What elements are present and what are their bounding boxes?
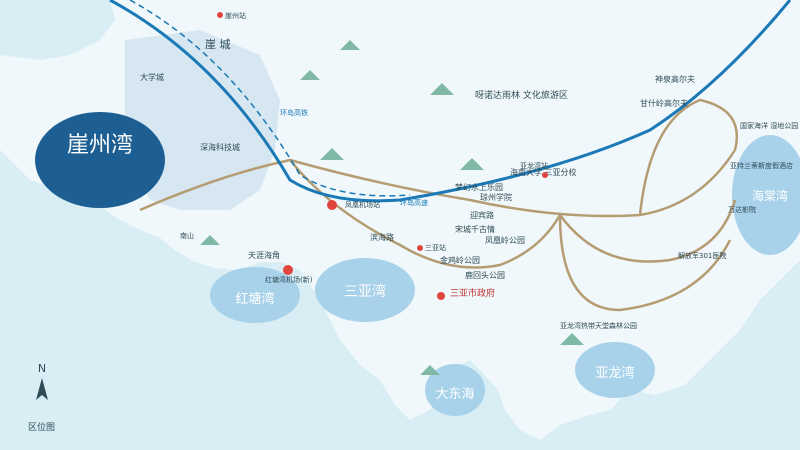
- yalongwan-station-marker: [542, 172, 548, 178]
- road-coastal: [139, 149, 737, 218]
- compass-letter: N: [38, 362, 46, 375]
- luhuitou-label: 鹿回头公园: [465, 270, 505, 280]
- yazhou-bay-label: 崖州湾: [67, 133, 133, 158]
- sanya-bay-label: 三亚湾: [344, 283, 386, 300]
- sanya-bay: [315, 258, 415, 322]
- nanshan-label: 南山: [180, 231, 194, 240]
- fenghuang-airport-label: 凤凰机场站: [345, 200, 380, 209]
- yalong-bay-label: 亚龙湾: [595, 365, 634, 381]
- airport-marker: [327, 200, 337, 210]
- binhai-road-label: 滨海路: [370, 232, 394, 242]
- qiongzhou-college-label: 琼州学院: [480, 192, 512, 202]
- dadonghai-bay-label: 大东海: [435, 387, 474, 402]
- highspeed-rail: [109, 0, 792, 203]
- songcheng-label: 宋城千古情: [455, 224, 495, 234]
- sanya-station-label: 三亚站: [425, 243, 446, 252]
- road-network: [139, 98, 738, 312]
- mountain: [430, 83, 454, 95]
- mountain: [460, 158, 484, 170]
- dreamland-label: 梦幻水上乐园: [455, 182, 503, 192]
- yazhou-station-label: 崖州站: [225, 11, 246, 20]
- road-ring: [558, 214, 732, 312]
- mountain: [320, 148, 344, 160]
- city-gov-marker: [437, 292, 445, 300]
- fenghuangling-label: 凤凰岭公园: [485, 235, 525, 245]
- hongtang-airport-marker: [283, 265, 293, 275]
- highspeed-label: 环岛高铁: [280, 108, 308, 117]
- science-town-label: 深海科技城: [200, 142, 240, 152]
- yazhou-bay: [35, 112, 165, 208]
- inlet: [0, 0, 115, 60]
- compass-arrow: [36, 378, 48, 400]
- hongtang-bay: [210, 267, 300, 323]
- map-caption: 区位图: [28, 421, 55, 433]
- compass-icon: N: [36, 362, 48, 400]
- road-haitang: [638, 98, 738, 216]
- city-gov-label: 三亚市政府: [450, 287, 495, 299]
- mountain: [200, 235, 220, 245]
- mountains: [200, 40, 584, 375]
- hongtang-bay-label: 红塘湾: [235, 291, 274, 307]
- yalong-bay: [575, 342, 655, 398]
- yazhou-station-marker: [217, 12, 223, 18]
- jinjiling-label: 金鸡岭公园: [440, 255, 480, 265]
- tianya-label: 天涯海角: [248, 250, 280, 260]
- haitang-bay-label: 海棠湾: [752, 188, 788, 203]
- yacheng-label: 崖 城: [205, 38, 231, 51]
- mountain: [420, 365, 440, 375]
- mountain: [300, 70, 320, 80]
- yalong-park-label: 亚龙湾热带天堂森林公园: [560, 321, 637, 330]
- univ-city-label: 大学城: [140, 72, 164, 82]
- haitang-bay-park-label: 国家海洋 湿地公园: [740, 121, 798, 130]
- hainan-univ-label: 海南大学 三亚分校: [510, 167, 577, 177]
- expressway-label: 环岛高速: [400, 198, 428, 207]
- ganshiling-golf-label: 甘什岭高尔夫: [640, 98, 688, 108]
- sanya-station-marker: [417, 245, 423, 251]
- yingbin-road-label: 迎宾路: [470, 210, 494, 220]
- yalongwan-station-label: 亚龙湾站: [520, 161, 548, 170]
- road-yalong: [558, 199, 737, 263]
- mountain: [560, 333, 584, 345]
- dadonghai-bay: [425, 364, 485, 416]
- hongtang-airport-label: 红塘湾机场(新): [265, 275, 313, 284]
- haitang-bay: [732, 135, 800, 255]
- rainforest-label: 呀诺达雨林 文化旅游区: [475, 89, 568, 101]
- expressway-dashed: [129, 0, 411, 197]
- wanda-label: 万达影院: [728, 205, 756, 214]
- shenquan-golf-label: 神泉高尔夫: [655, 74, 695, 84]
- atlantis-label: 亚特兰蒂斯度假酒店: [730, 161, 793, 170]
- hospital301-label: 解放军301医院: [678, 251, 726, 260]
- mountain: [340, 40, 360, 50]
